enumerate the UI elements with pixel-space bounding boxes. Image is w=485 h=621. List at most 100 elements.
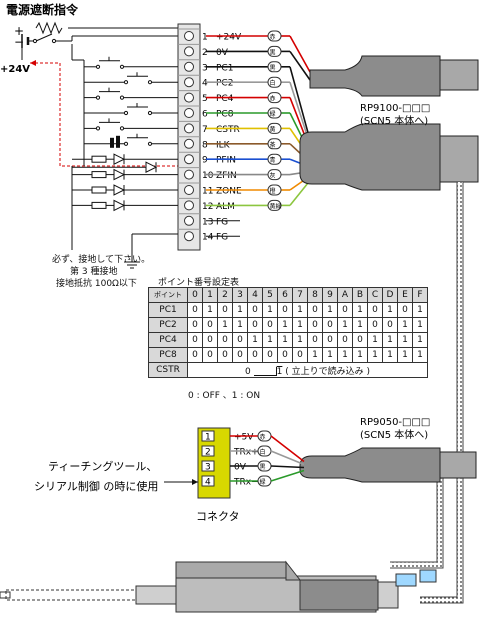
terminal-pin-label: 0V — [216, 48, 229, 58]
connector-wire-color: 緑 — [260, 478, 266, 486]
switch-contact — [95, 95, 101, 100]
output-load-resistor — [91, 171, 107, 179]
terminal-pin-label: FG — [216, 217, 228, 227]
terminal-pin-number: 1 — [202, 33, 208, 43]
wire-color-tag — [267, 153, 282, 165]
output-diode — [113, 168, 126, 181]
switch-contact — [147, 110, 153, 116]
terminal-screw — [184, 31, 194, 41]
terminal-pin-label: PC4 — [216, 94, 234, 104]
terminal-pin-number: 14 — [202, 233, 214, 243]
table-cell: 0 — [217, 302, 233, 318]
table-cell: 1 — [202, 302, 218, 318]
terminal-screw — [184, 123, 194, 134]
terminal-pin-label: PC8 — [216, 110, 234, 120]
cutoff-relay-coil — [35, 21, 63, 35]
table-cell: 0 — [262, 347, 278, 363]
terminal-pin-number: 8 — [202, 140, 208, 150]
switch-contact — [119, 95, 125, 100]
table-column-header: 3 — [232, 287, 248, 303]
connector-plug-b — [419, 569, 437, 583]
connector-wire-color: 白 — [260, 448, 266, 456]
terminal-pin-number: 10 — [202, 171, 214, 181]
wire-color-tag — [267, 107, 282, 119]
wire-color-tag — [267, 138, 282, 150]
wire-color-tag — [267, 76, 282, 88]
cutoff-switch — [35, 33, 53, 42]
actuator-body — [0, 560, 437, 613]
table-cell: 1 — [397, 347, 413, 363]
switch-contact — [95, 64, 101, 69]
wire-color-label: 黄緑 — [270, 202, 282, 210]
rp9100-lower-tail — [439, 135, 479, 183]
table-cell: 1 — [232, 302, 248, 318]
table-row-header: PC4 — [148, 332, 188, 348]
wire-color-label: 黒 — [270, 65, 276, 72]
connector-pin-cell — [201, 430, 215, 442]
cstr-one: 1 — [276, 366, 283, 377]
switch-contact — [95, 126, 101, 131]
wire-color-label: 緑 — [270, 110, 276, 118]
terminal-screw — [184, 108, 194, 118]
wire-color-label: 黄 — [270, 125, 276, 133]
table-column-header: F — [412, 287, 428, 303]
terminal-pin-number: 12 — [202, 202, 213, 212]
wire-color-label: 白 — [270, 79, 276, 87]
table-cell: 0 — [247, 302, 263, 318]
connector-pin-label: TRx+ — [233, 448, 259, 458]
table-column-header: 7 — [292, 287, 308, 303]
rp9050-tail — [439, 451, 477, 479]
table-cell: 0 — [202, 317, 218, 333]
table-cell: 0 — [352, 332, 368, 348]
table-column-header: 6 — [277, 287, 293, 303]
connector-pin-number: 3 — [205, 463, 211, 473]
ilk-block — [110, 137, 114, 148]
ground-note-1: 必ず、接地して下さい。 — [52, 255, 151, 265]
pin-wire-fan — [289, 35, 311, 73]
wire-color-label: 青 — [270, 156, 276, 164]
connector-pin-label: 0V — [234, 463, 247, 473]
terminal-pin-label: CSTR — [216, 125, 240, 135]
connector-wire-fan — [270, 469, 305, 482]
connector-wire-fan — [270, 435, 305, 463]
connector-pin-label: TRx− — [233, 478, 259, 488]
table-cell: 0 — [247, 317, 263, 333]
table-column-header: 2 — [217, 287, 233, 303]
table-cell: 1 — [352, 302, 368, 318]
dashed-arrow — [30, 60, 36, 66]
pin-wire-fan — [289, 179, 311, 206]
table-cell: 0 — [202, 332, 218, 348]
switch-contact — [123, 110, 129, 116]
table-column-header: 5 — [262, 287, 278, 303]
table-cell: 1 — [397, 317, 413, 333]
rp9050-cable — [299, 447, 477, 483]
switch-contact — [123, 141, 129, 146]
connector-wire-fan — [270, 465, 305, 469]
table-column-header: 9 — [322, 287, 338, 303]
table-cell: 0 — [232, 347, 248, 363]
wire-color-label: 茶 — [270, 141, 276, 149]
wire-color-tag — [267, 30, 282, 42]
ilk-block — [116, 135, 120, 148]
table-cell: 1 — [232, 317, 248, 333]
cstr-zero: 0 — [245, 366, 251, 377]
table-row-header: PC1 — [148, 302, 188, 318]
table-cell: 0 — [217, 347, 233, 363]
table-cell: 0 — [382, 317, 398, 333]
switch-node-a — [32, 38, 38, 44]
ground-symbol — [124, 233, 178, 269]
table-cell: 0 — [247, 347, 263, 363]
table-column-header: E — [397, 287, 413, 303]
table-cell: 1 — [412, 347, 428, 363]
pin-wire-fan — [289, 66, 311, 141]
switch-contact — [147, 141, 153, 146]
table-cell: 1 — [352, 347, 368, 363]
table-cell: 1 — [292, 302, 308, 318]
connector-pin-number: 1 — [205, 433, 211, 443]
terminal-pin-number: 5 — [202, 94, 208, 104]
actuator-motor — [299, 579, 379, 611]
table-row-header: PC2 — [148, 317, 188, 333]
